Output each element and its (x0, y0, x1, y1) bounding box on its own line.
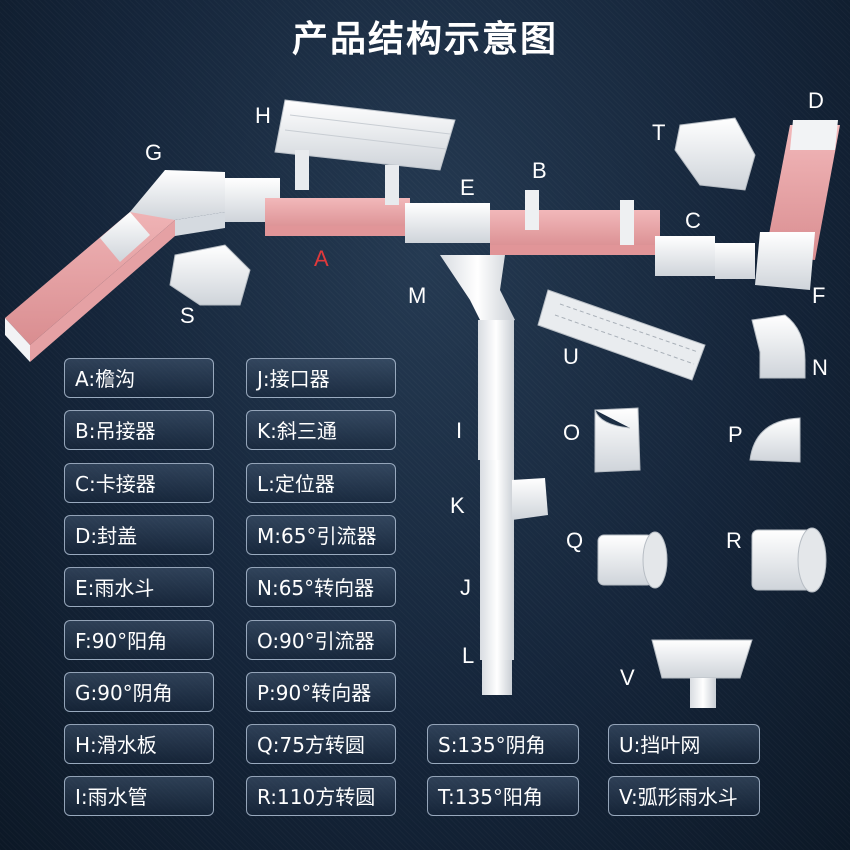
legend-item-c: C:卡接器 (64, 463, 214, 503)
label-a: A (314, 246, 329, 271)
label-o: O (563, 420, 581, 445)
legend-item-a: A:檐沟 (64, 358, 214, 398)
legend-item-n: N:65°转向器 (246, 567, 396, 607)
legend-item-o: O:90°引流器 (246, 620, 396, 660)
legend-item-r: R:110方转圆 (246, 776, 396, 816)
label-s: S (180, 303, 195, 328)
legend-item-m: M:65°引流器 (246, 515, 396, 555)
legend-item-t: T:135°阳角 (427, 776, 579, 816)
legend-item-s: S:135°阴角 (427, 724, 579, 764)
legend-item-h: H:滑水板 (64, 724, 214, 764)
legend-item-p: P:90°转向器 (246, 672, 396, 712)
label-d: D (808, 88, 824, 113)
legend-item-i: I:雨水管 (64, 776, 214, 816)
legend-item-g: G:90°阴角 (64, 672, 214, 712)
label-b: B (532, 158, 547, 183)
legend-item-v: V:弧形雨水斗 (608, 776, 760, 816)
adapter-r (751, 527, 827, 593)
page-title: 产品结构示意图 (291, 19, 558, 60)
label-j: J (460, 575, 471, 600)
label-v: V (620, 665, 635, 690)
label-c: C (685, 208, 701, 233)
legend-item-l: L:定位器 (246, 463, 396, 503)
downspout (440, 255, 548, 695)
legend-item-e: E:雨水斗 (64, 567, 214, 607)
gutter-right (755, 120, 840, 290)
water-board (274, 99, 456, 205)
legend-item-b: B:吊接器 (64, 410, 214, 450)
corner-g (130, 170, 225, 236)
legend-item-q: Q:75方转圆 (246, 724, 396, 764)
legend-item-d: D:封盖 (64, 515, 214, 555)
label-i: I (456, 418, 463, 443)
label-u: U (563, 344, 579, 369)
label-k: K (450, 493, 465, 518)
label-q: Q (566, 528, 584, 553)
legend-item-j: J:接口器 (246, 358, 396, 398)
leaf-guard (537, 289, 706, 381)
label-m: M (408, 283, 427, 308)
legend-item-f: F:90°阳角 (64, 620, 214, 660)
adapter-q (597, 531, 668, 589)
label-f: F (812, 283, 826, 308)
label-r: R (726, 528, 742, 553)
gutter-left-diagonal (5, 195, 175, 362)
label-t: T (652, 120, 666, 145)
hopper-v (651, 639, 753, 708)
legend-item-u: U:挡叶网 (608, 724, 760, 764)
label-p: P (728, 422, 743, 447)
label-h: H (255, 103, 271, 128)
legend-item-k: K:斜三通 (246, 410, 396, 450)
label-e: E (460, 175, 475, 200)
label-g: G (145, 140, 163, 165)
label-l: L (462, 643, 475, 668)
label-n: N (812, 355, 828, 380)
